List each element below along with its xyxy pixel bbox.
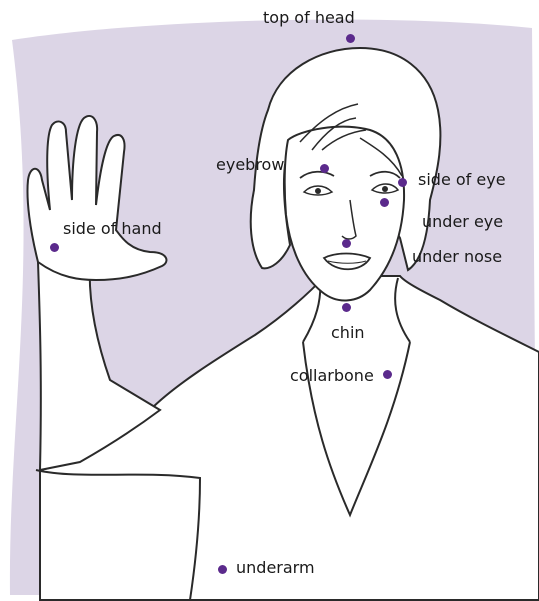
label-top-of-head: top of head: [263, 9, 355, 27]
point-under-nose: [342, 239, 351, 248]
point-underarm: [218, 565, 227, 574]
pupil-right: [382, 186, 388, 192]
label-chin: chin: [331, 324, 365, 342]
point-eyebrow: [320, 164, 329, 173]
label-side-of-eye: side of eye: [418, 171, 506, 189]
point-side-of-eye: [398, 178, 407, 187]
point-under-eye: [380, 198, 389, 207]
label-side-of-hand: side of hand: [63, 220, 162, 238]
point-side-of-hand: [50, 243, 59, 252]
label-underarm: underarm: [236, 559, 315, 577]
pupil-left: [315, 188, 321, 194]
label-collarbone: collarbone: [290, 367, 374, 385]
label-eyebrow: eyebrow: [216, 156, 284, 174]
point-collarbone: [383, 370, 392, 379]
label-under-nose: under nose: [412, 248, 502, 266]
point-top-of-head: [346, 34, 355, 43]
label-under-eye: under eye: [422, 213, 503, 231]
point-chin: [342, 303, 351, 312]
